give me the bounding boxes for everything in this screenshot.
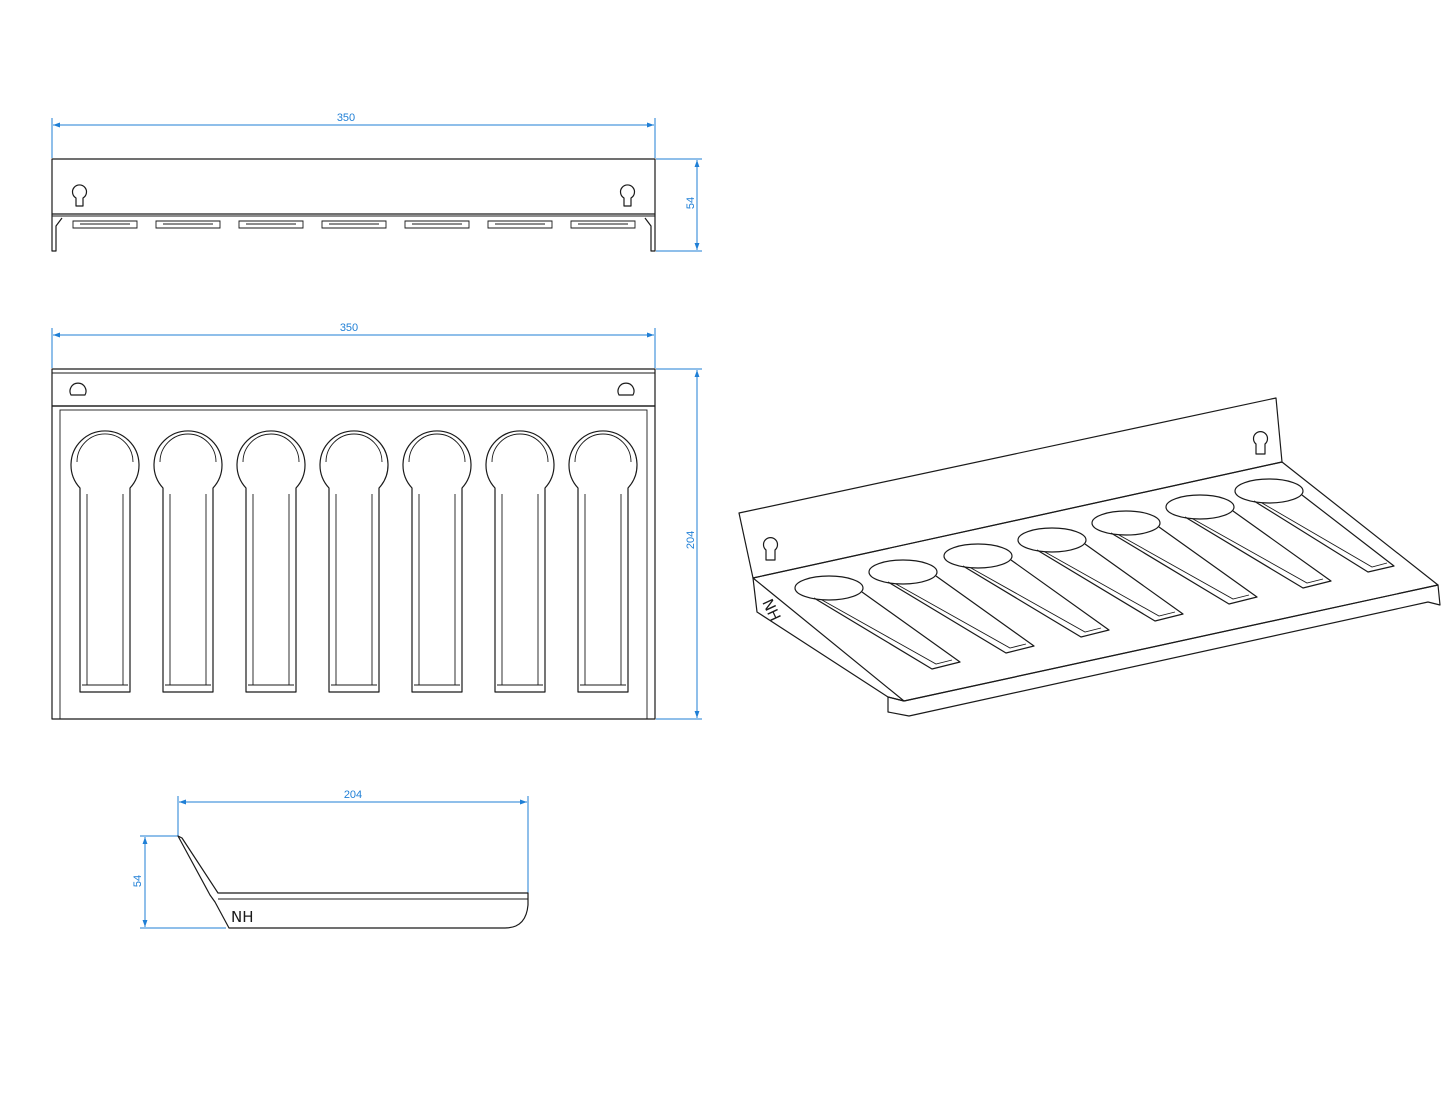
front-view-slots: [70, 430, 638, 693]
front-view-tray: [51, 405, 656, 720]
front-view-width-label: 350: [340, 322, 358, 334]
top-view-width-label: 350: [337, 112, 355, 124]
slot-cutout: [1234, 478, 1395, 573]
slot-cutout: [868, 559, 1035, 654]
keyhole-icon: [71, 184, 88, 207]
top-view-right-leg: [644, 214, 656, 252]
slot-cutout: [1091, 510, 1258, 605]
front-view-width-dimension: 350: [51, 322, 656, 368]
side-view-height-label: 54: [132, 875, 144, 887]
slot-cutout: [943, 543, 1110, 638]
keyhole-icon: [619, 184, 636, 207]
front-view-height-label: 204: [685, 531, 697, 549]
slot-cutout: [794, 575, 961, 670]
keyhole-icon: [1252, 431, 1269, 455]
iso-front-lip: [887, 584, 1441, 717]
slot-cutout: [1165, 494, 1332, 589]
slot-cutout: [153, 430, 223, 693]
keyhole-icon: [617, 382, 635, 396]
top-view-height-dimension: 54: [656, 158, 702, 252]
keyhole-icon: [69, 382, 87, 396]
slot-cutout: [402, 430, 472, 693]
top-view-width-dimension: 350: [51, 112, 656, 158]
slot-cutout: [319, 430, 389, 693]
side-view: 204 54 NH: [132, 789, 529, 929]
iso-left-side: [752, 577, 905, 702]
iso-slots: [794, 478, 1395, 670]
top-view-back-plate: [51, 158, 656, 215]
iso-tray: [752, 461, 1439, 702]
keyhole-icon: [762, 537, 779, 561]
front-view-height-dimension: 204: [656, 368, 702, 720]
slot-cutout: [1017, 527, 1184, 622]
side-view-depth-dimension: 204: [177, 789, 529, 896]
top-view-slot-tabs: [72, 220, 636, 229]
side-view-depth-label: 204: [344, 789, 362, 801]
slot-cutout: [485, 430, 555, 693]
iso-back-plate: [738, 397, 1283, 579]
front-view-back-plate: [51, 368, 656, 407]
side-view-logo: NH: [231, 908, 254, 926]
top-view-height-label: 54: [685, 197, 697, 209]
slot-cutout: [568, 430, 638, 693]
slot-cutout: [236, 430, 306, 693]
side-view-height-dimension: 54: [132, 835, 226, 929]
top-view: 350 54: [51, 112, 702, 252]
iso-view: NH: [738, 397, 1441, 717]
side-view-profile: [177, 835, 529, 929]
top-view-left-leg: [51, 214, 63, 252]
slot-cutout: [70, 430, 140, 693]
front-view: 350 204: [51, 322, 702, 720]
